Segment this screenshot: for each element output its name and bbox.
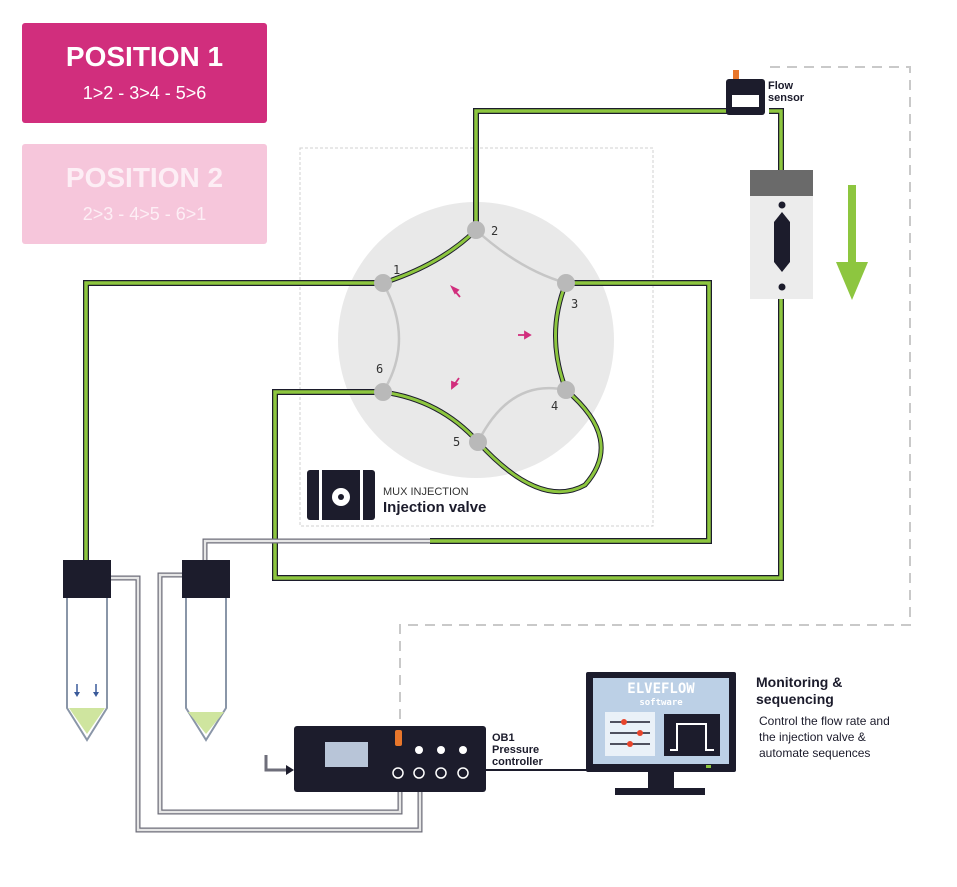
active-channels — [382, 228, 604, 495]
monitoring-desc-line2: the injection valve & — [759, 730, 866, 744]
valve-name-small: MUX INJECTION — [383, 486, 469, 498]
left-tube — [63, 560, 111, 742]
port-label-4: 4 — [551, 399, 559, 413]
ob1-controller — [264, 726, 590, 792]
flow-arrows — [449, 284, 532, 390]
comm-cable — [399, 66, 911, 720]
flow-sensor-label-line1: Flow — [768, 80, 794, 92]
monitor — [586, 672, 736, 795]
right-tube — [182, 560, 230, 742]
port-label-3: 3 — [571, 297, 579, 311]
flow-sensor-label-line2: sensor — [768, 92, 805, 104]
port-label-1: 1 — [393, 263, 401, 277]
software-sub: software — [639, 698, 683, 708]
port-label-6: 6 — [376, 362, 384, 376]
monitoring-description: Control the flow rate and the injection … — [759, 713, 890, 761]
reservoir-illustration — [750, 170, 868, 300]
controller-label-line3: controller — [492, 756, 543, 768]
monitoring-desc-line3: automate sequences — [759, 746, 871, 760]
position-1-title: POSITION 1 — [65, 41, 224, 72]
valve-ports — [374, 221, 575, 451]
monitoring-title-line1: Monitoring & — [756, 674, 843, 690]
position-1-sequence: 1>2 - 3>4 - 5>6 — [82, 83, 207, 103]
valve-name-large: Injection valve — [383, 499, 487, 516]
flow-sensor — [726, 70, 765, 115]
valve-device-icon — [307, 470, 375, 520]
position-1-card: POSITION 1 1>2 - 3>4 - 5>6 — [22, 23, 267, 123]
port-label-5: 5 — [453, 435, 461, 449]
position-2-title: POSITION 2 — [65, 162, 224, 193]
controller-label: OB1 Pressure controller — [492, 732, 543, 768]
monitoring-desc-line1: Control the flow rate and — [759, 714, 890, 728]
monitoring-title-line2: sequencing — [756, 691, 834, 707]
valve-disc — [338, 202, 614, 478]
controller-label-line1: OB1 — [492, 732, 515, 744]
monitoring-title: Monitoring & sequencing — [756, 674, 842, 708]
position-2-card: POSITION 2 2>3 - 4>5 - 6>1 — [22, 144, 267, 244]
position-2-sequence: 2>3 - 4>5 - 6>1 — [82, 204, 207, 224]
software-brand: ELVEFLOW — [627, 681, 695, 697]
flow-sensor-label: Flow sensor — [768, 80, 804, 104]
port-label-2: 2 — [491, 224, 499, 238]
controller-label-line2: Pressure — [492, 744, 540, 756]
